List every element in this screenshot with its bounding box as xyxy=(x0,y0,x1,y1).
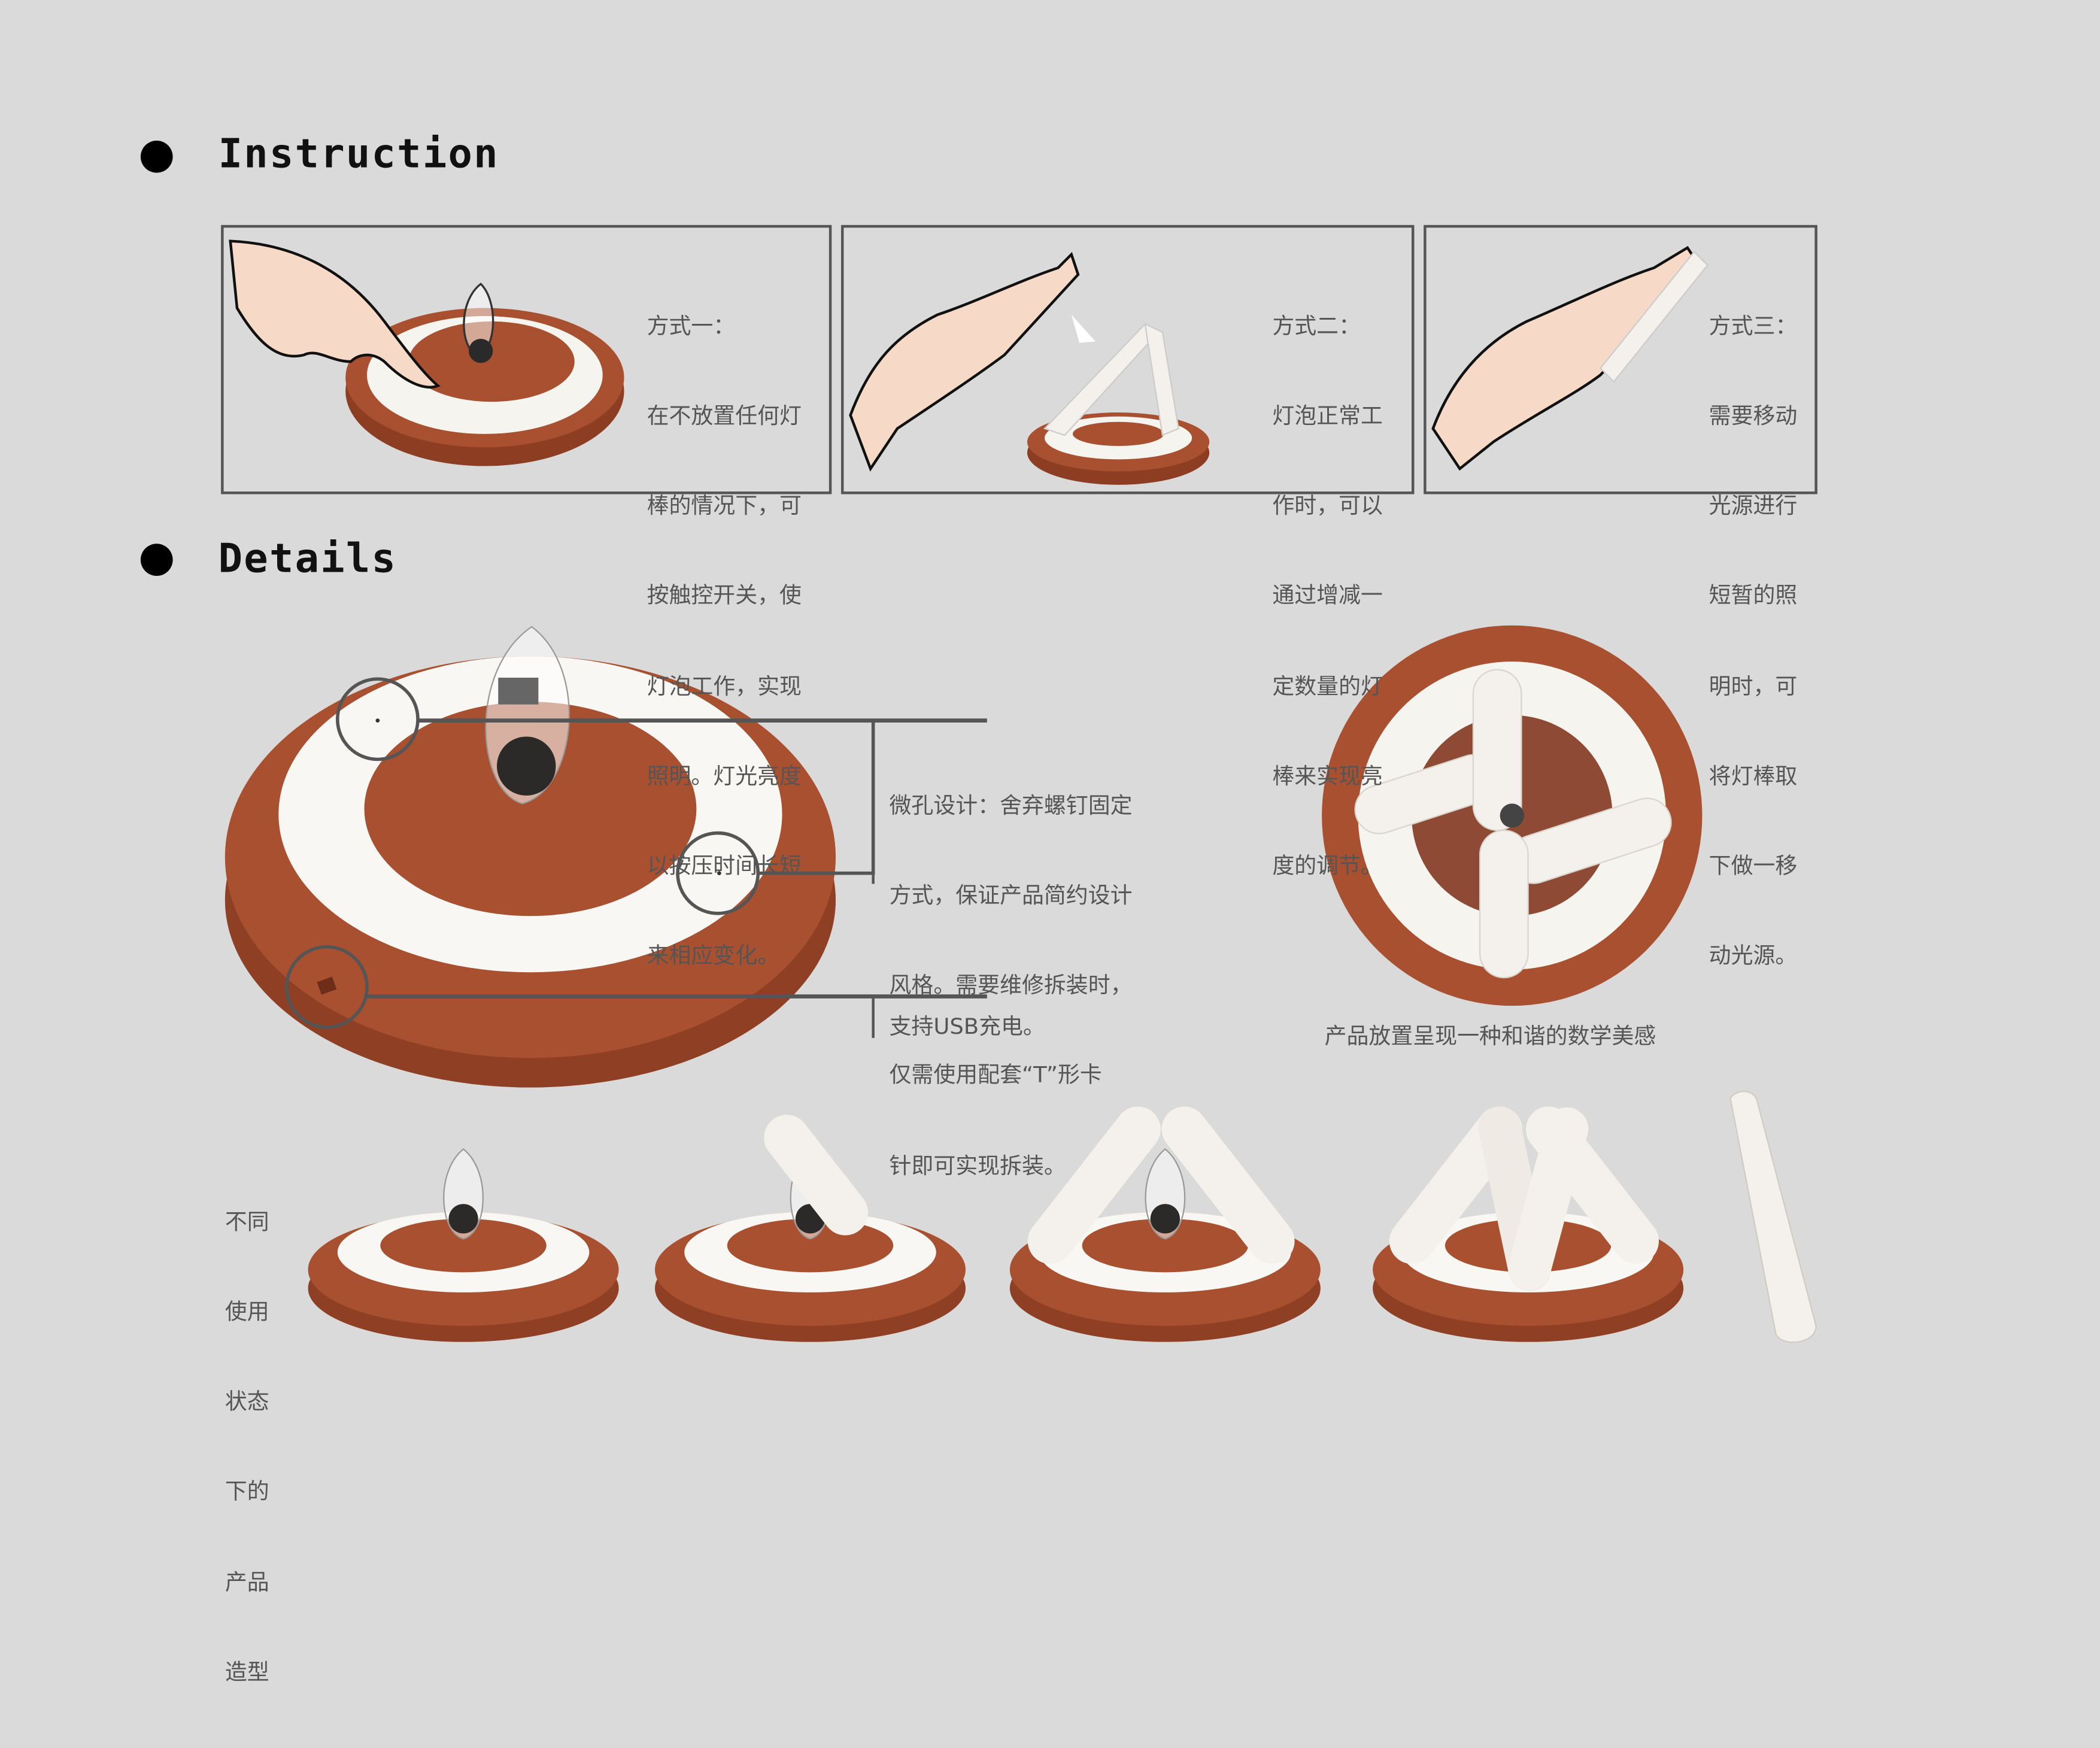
panel-2-line: 灯泡正常工 xyxy=(1272,403,1383,429)
instruction-panel-1: 方式一： 在不放置任何灯 棒的情况下，可 按触控开关，使 灯泡工作，实现 照明。… xyxy=(221,224,832,969)
states-label-line: 造型 xyxy=(224,1659,269,1685)
panel-3-line: 明时，可 xyxy=(1708,673,1798,699)
panel-3-text: 方式三： 需要移动 光源进行 短暂的照 明时，可 将灯棒取 下做一移 动光源。 xyxy=(1709,252,1798,1032)
instruction-panel-2: 方式二： 灯泡正常工 作时，可以 通过增减一 定数量的灯 棒来实现亮 度的调节。 xyxy=(840,224,1415,879)
panel-3-line: 将灯棒取 xyxy=(1708,763,1798,789)
panel-3-line: 光源进行 xyxy=(1708,493,1798,519)
touch-illustration xyxy=(229,239,624,466)
states-label-line: 状态 xyxy=(224,1389,269,1415)
panel-2-line: 度的调节。 xyxy=(1272,853,1383,879)
states-label-line: 不同 xyxy=(224,1209,269,1235)
panel-3-title: 方式三： xyxy=(1708,313,1798,339)
bullet-icon xyxy=(140,140,173,173)
state-bulb-only xyxy=(308,1148,619,1342)
panel-1-text: 方式一： 在不放置任何灯 棒的情况下，可 按触控开关，使 灯泡工作，实现 照明。… xyxy=(647,252,802,1032)
states-label-line: 使用 xyxy=(224,1299,269,1325)
usb-port-marker xyxy=(284,945,369,1029)
bullet-icon xyxy=(140,544,173,576)
panel-2-line: 定数量的灯 xyxy=(1272,673,1383,699)
usb-callout-text: 支持USB充电。 xyxy=(889,1013,1045,1040)
panel-1-line: 以按压时间长短 xyxy=(647,853,802,879)
panel-1-line: 来相应变化。 xyxy=(647,943,780,969)
micro-hole-marker xyxy=(335,677,420,761)
add-stick-illustration xyxy=(849,251,1210,485)
panel-1-title: 方式一： xyxy=(647,313,736,339)
callout-line: 风格。需要维修拆装时， xyxy=(889,972,1133,999)
states-label-line: 产品 xyxy=(224,1569,269,1595)
callout-line: 方式，保证产品简约设计 xyxy=(889,882,1133,908)
states-label-line: 下的 xyxy=(224,1479,269,1505)
panel-2-line: 作时，可以 xyxy=(1272,493,1383,519)
product-board: Instruction 方式一： 在不放置任何灯 棒的情况下，可 按触控开关，使… xyxy=(140,131,1817,1685)
light-stick xyxy=(1729,1090,1817,1343)
section-title-details: Details xyxy=(218,535,397,583)
states-label: 不同 使用 状态 下的 产品 造型 xyxy=(225,1148,269,1748)
section-title-instruction: Instruction xyxy=(218,131,499,178)
panel-1-line: 灯泡工作，实现 xyxy=(647,673,802,699)
panel-1-line: 照明。灯光亮度 xyxy=(647,763,802,789)
panel-3-line: 短暂的照 xyxy=(1708,583,1798,609)
panel-1-line: 棒的情况下，可 xyxy=(647,493,802,519)
panel-1-line: 按触控开关，使 xyxy=(647,583,802,609)
state-four-sticks xyxy=(1373,1106,1684,1342)
panel-2-text: 方式二： 灯泡正常工 作时，可以 通过增减一 定数量的灯 棒来实现亮 度的调节。 xyxy=(1272,252,1383,942)
panel-2-title: 方式二： xyxy=(1272,313,1361,339)
panel-3-line: 下做一移 xyxy=(1708,853,1798,879)
hold-stick-illustration xyxy=(1431,245,1708,471)
callout-line: 针即可实现拆装。 xyxy=(889,1152,1066,1179)
panel-1-line: 在不放置任何灯 xyxy=(647,403,802,429)
callout-line: 仅需使用配套“T”形卡 xyxy=(889,1063,1102,1088)
panel-3-line: 动光源。 xyxy=(1708,943,1798,969)
instruction-panel-3: 方式三： 需要移动 光源进行 短暂的照 明时，可 将灯棒取 下做一移 动光源。 xyxy=(1424,224,1817,969)
usb-port-icon xyxy=(317,976,337,995)
callout-line: 微孔设计：舍弃螺钉固定 xyxy=(889,793,1133,818)
panel-3-line: 需要移动 xyxy=(1708,403,1798,429)
panel-2-line: 通过增减一 xyxy=(1272,583,1383,609)
panel-2-line: 棒来实现亮 xyxy=(1272,763,1383,789)
micro-hole-callout-text: 微孔设计：舍弃螺钉固定 方式，保证产品简约设计 风格。需要维修拆装时， 仅需使用… xyxy=(890,732,1133,1242)
top-view-caption: 产品放置呈现一种和谐的数学美感 xyxy=(1324,1023,1656,1049)
